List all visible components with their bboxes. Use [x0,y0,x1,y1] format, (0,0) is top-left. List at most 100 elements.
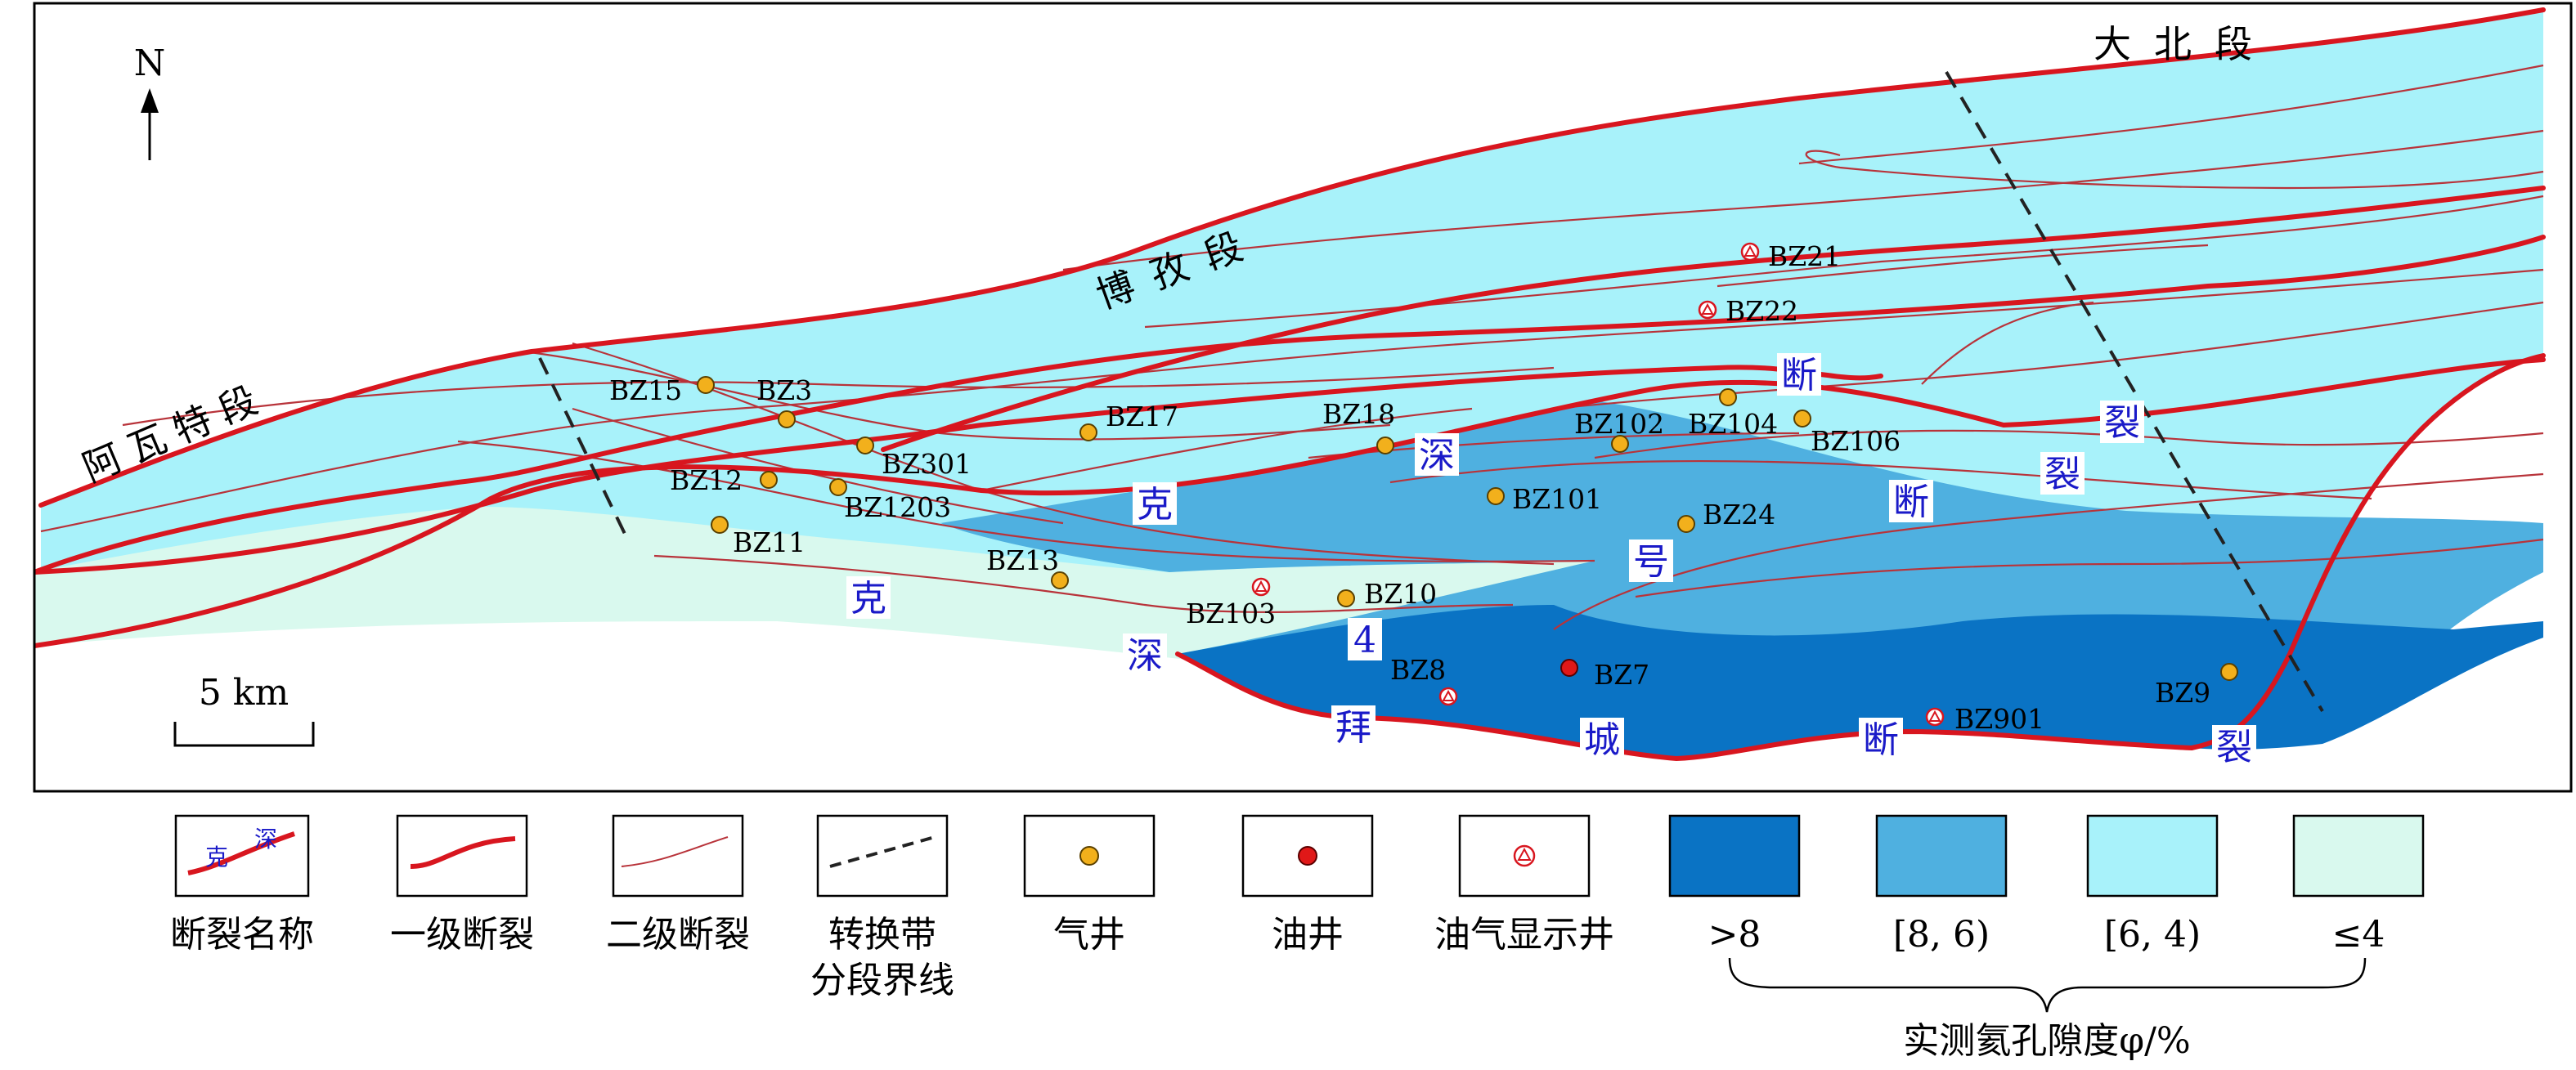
well-bz103: BZ103 [1186,577,1276,629]
legend-item-secondary-fault: 二级断裂 [606,814,750,956]
fault-char: 克 [1137,484,1173,526]
well-label: BZ901 [1954,703,2044,735]
well-bz21: BZ21 [1740,240,1841,272]
well-label: BZ13 [986,544,1059,576]
fault-char: 断 [1863,719,1899,761]
well-bz22: BZ22 [1698,295,1798,327]
show-well-triangle [1701,302,1714,315]
fault-char: 号 [1633,541,1669,583]
legend-label: [6, 4) [2104,914,2201,956]
legend-label: [8, 6) [1893,914,1990,956]
well-bz101: BZ101 [1487,483,1602,515]
legend-item-fault-name: 克 深 断裂名称 [170,814,314,956]
fault-char: 深 [1127,635,1163,677]
segment-label-dabei: 大北段 [2094,22,2275,66]
well-label: BZ18 [1322,398,1395,430]
fault-char: 裂 [2216,727,2252,768]
well-bz3: BZ3 [756,374,812,428]
fault-char: 断 [1893,481,1929,523]
well-bz106: BZ106 [1793,410,1901,457]
legend-item-oil-well: 油井 [1241,814,1374,956]
gas-well-marker [1793,410,1811,428]
transfer-zone-lines [538,70,2324,713]
fault-char: 断 [1781,355,1817,396]
well-bz8: BZ8 [1390,654,1458,706]
well-label: BZ106 [1811,425,1901,457]
well-label: BZ101 [1512,483,1602,515]
legend-label: >8 [1708,914,1761,956]
porosity-brace [1728,957,2367,1013]
scale-bar: 5 km [173,672,315,747]
well-label: BZ9 [2155,677,2210,709]
fault-char: 克 [850,578,886,620]
well-label: BZ12 [670,464,743,496]
show-well-triangle [1254,580,1268,592]
gas-well-marker [1079,423,1097,441]
well-bz301: BZ301 [856,437,972,480]
well-label: BZ104 [1688,408,1778,440]
gas-well-marker [1337,589,1355,607]
well-label: BZ103 [1186,598,1276,629]
well-label: BZ1203 [844,491,951,523]
legend-label: ≤4 [2332,914,2385,956]
legend-item-porosity-8-6: [8, 6) [1875,814,2008,956]
gas-well-marker [2220,663,2238,681]
gas-well-marker [697,376,715,394]
well-bz1203: BZ1203 [829,478,951,523]
well-bz12: BZ12 [670,464,778,496]
fault-char: 裂 [2044,454,2080,495]
well-label: BZ10 [1364,578,1437,610]
legend-item-porosity-le4: ≤4 [2292,814,2425,956]
porosity-zone-gt8 [1178,605,2543,759]
well-label: BZ301 [882,448,972,480]
well-bz24: BZ24 [1677,499,1775,533]
well-label: BZ8 [1390,654,1446,686]
well-bz15: BZ15 [609,374,715,406]
well-label: BZ22 [1726,295,1798,327]
fault-char: 裂 [2104,402,2140,444]
primary-faults [34,7,2546,762]
well-bz104: BZ104 [1688,388,1778,440]
well-bz10: BZ10 [1337,578,1437,610]
secondary-faults [40,64,2544,630]
north-label: N [134,43,166,84]
well-label: BZ11 [733,526,806,558]
well-bz9: BZ9 [2155,663,2238,709]
oil-well-marker [1560,659,1578,677]
well-bz901: BZ901 [1925,703,2044,735]
gas-well-marker [856,437,874,454]
map-frame [33,2,2573,793]
north-arrow: N [134,43,166,160]
well-bz7: BZ7 [1560,659,1649,691]
well-label: BZ7 [1594,659,1649,691]
show-well-triangle [1744,244,1757,257]
porosity-legend-title: 实测氦孔隙度φ/% [1903,1020,2190,1062]
well-bz102: BZ102 [1574,408,1664,453]
gas-well-marker [1051,571,1069,589]
well-label: BZ24 [1703,499,1775,531]
legend-label: 断裂名称 [170,914,314,956]
porosity-zone-le4 [34,507,1595,660]
well-bz11: BZ11 [711,516,806,558]
legend: 克 深 断裂名称 一级断裂 二级断裂 转换带 分段界线 气井 [170,814,2425,1062]
well-bz18: BZ18 [1322,398,1395,454]
well-label: BZ3 [756,374,812,406]
legend-label: 分段界线 [810,960,954,1001]
gas-well-marker [1376,437,1394,454]
gas-well-marker [829,478,847,496]
well-bz13: BZ13 [986,544,1069,589]
gas-well-marker [760,471,778,489]
gas-well-marker [711,516,729,534]
fault-char: 拜 [1335,707,1371,749]
legend-fault-char: 克 [205,844,228,871]
well-label: BZ102 [1574,408,1664,440]
legend-label: 二级断裂 [606,914,750,956]
well-bz17: BZ17 [1079,401,1178,441]
fault-char: 深 [1419,435,1455,477]
fault-char: 4 [1353,620,1376,661]
gas-well-marker [1611,435,1629,453]
well-label: BZ17 [1106,401,1178,432]
legend-item-primary-fault: 一级断裂 [390,814,534,956]
gas-well-marker [1677,515,1695,533]
